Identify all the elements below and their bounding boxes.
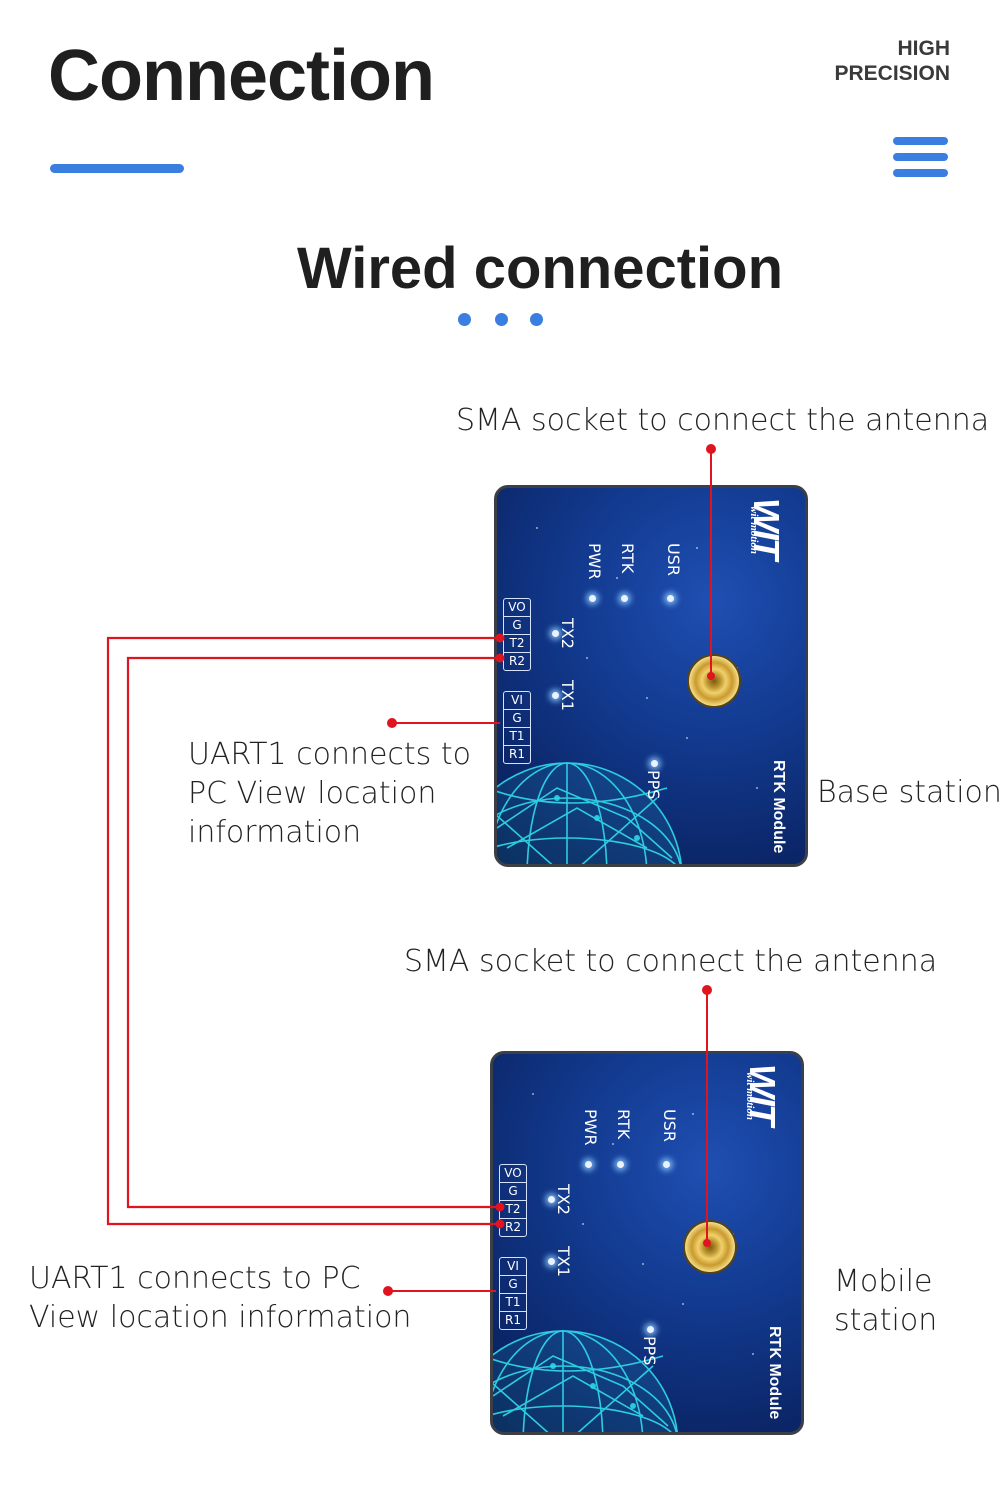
- pin-vi: VI: [504, 692, 530, 710]
- uart1-label-line: View location information: [29, 1300, 412, 1335]
- uart1-label-line: information: [188, 815, 362, 850]
- pin-vo: VO: [504, 599, 530, 617]
- callout-lines: [388, 449, 712, 1292]
- pin-header-uart2: VO G T2 R2: [503, 598, 531, 671]
- pin-vi: VI: [500, 1258, 526, 1276]
- base-station-label: Base station: [817, 775, 1000, 810]
- pin-r2: R2: [509, 654, 525, 668]
- mobile-station-label-line: Mobile: [834, 1264, 933, 1299]
- led-pps: [647, 1326, 654, 1333]
- uart1-label-base: UART1 connects to PC View location infor…: [188, 735, 471, 852]
- wire-r2-to-t2: [126, 656, 500, 1209]
- led-pwr: [585, 1161, 592, 1168]
- led-tx2: [552, 630, 559, 637]
- pin-header-uart1: VI G T1 R1: [503, 691, 531, 764]
- pin-r2: R2: [505, 1220, 521, 1234]
- tagline-line2: PRECISION: [834, 62, 950, 85]
- led-usr: [663, 1161, 670, 1168]
- pin-header-uart2: VO G T2 R2: [499, 1164, 527, 1237]
- pin-t1: T1: [500, 1294, 526, 1312]
- wire-t2-to-r2: [106, 636, 500, 1226]
- pin-g: G: [500, 1276, 526, 1294]
- section-dots: [456, 313, 546, 327]
- uart1-label-mobile: UART1 connects to PC View location infor…: [29, 1259, 411, 1337]
- pin-t2: T2: [500, 1201, 526, 1219]
- led-pwr: [589, 595, 596, 602]
- mobile-station-label-line: station: [834, 1303, 938, 1338]
- sma-label-mobile: SMA socket to connect the antenna: [404, 944, 938, 979]
- globe-graphic: [493, 1093, 754, 1432]
- led-rtk: [617, 1161, 624, 1168]
- tagline: HIGH PRECISION: [834, 36, 950, 86]
- base-station-module: WIT wit motion USR RTK PWR TX2 TX1 PPS R…: [494, 485, 808, 867]
- pin-vo: VO: [500, 1165, 526, 1183]
- pin-r1: R1: [505, 1313, 521, 1327]
- uart1-label-line: UART1 connects to: [188, 737, 471, 772]
- uart1-label-line: UART1 connects to PC: [29, 1261, 361, 1296]
- pin-g: G: [500, 1183, 526, 1201]
- led-pps: [651, 760, 658, 767]
- pin-t1: T1: [504, 728, 530, 746]
- led-usr: [667, 595, 674, 602]
- led-rtk: [621, 595, 628, 602]
- pin-header-uart1: VI G T1 R1: [499, 1257, 527, 1330]
- tagline-line1: HIGH: [897, 37, 951, 60]
- page-title: Connection: [48, 36, 435, 116]
- title-underline: [50, 164, 184, 173]
- sma-socket: [689, 656, 739, 706]
- led-tx1: [548, 1258, 555, 1265]
- mobile-station-module: WIT wit motion USR RTK PWR TX2 TX1 PPS R…: [490, 1051, 804, 1435]
- globe-graphic: [497, 527, 758, 864]
- section-title: Wired connection: [296, 236, 784, 301]
- pin-t2: T2: [504, 635, 530, 653]
- sma-label-base: SMA socket to connect the antenna: [456, 403, 990, 438]
- mobile-station-label: Mobile station: [834, 1262, 937, 1340]
- sma-socket: [685, 1222, 735, 1272]
- hamburger-menu-icon[interactable]: [893, 137, 948, 177]
- pin-g: G: [504, 617, 530, 635]
- uart1-label-line: PC View location: [188, 776, 437, 811]
- uart2-crossover-wires: [106, 636, 500, 1226]
- pin-r1: R1: [509, 747, 525, 761]
- pin-g: G: [504, 710, 530, 728]
- led-tx1: [552, 692, 559, 699]
- wire-end-dots: [383, 444, 716, 1296]
- led-tx2: [548, 1196, 555, 1203]
